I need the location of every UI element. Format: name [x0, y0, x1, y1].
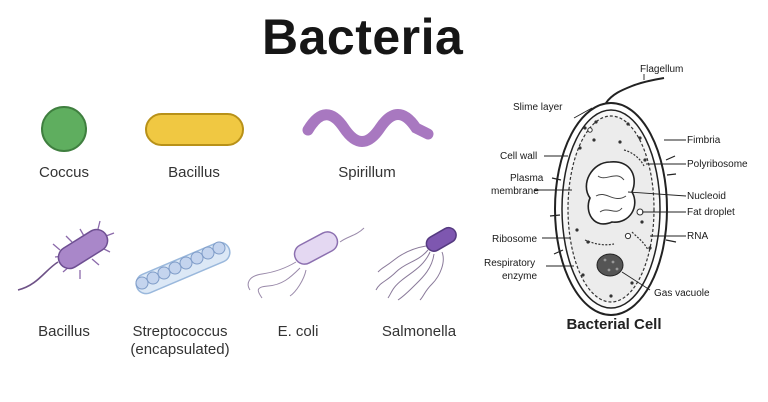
- label-flagellum: Flagellum: [640, 64, 683, 75]
- label-bacillus-shape: Bacillus: [168, 164, 220, 181]
- label-respiratory-enzyme-2: enzyme: [502, 271, 537, 282]
- label-gas-vacuole: Gas vacuole: [654, 288, 710, 299]
- bacterial-cell-diagram: Flagellum Slime layer Cell wall Plasma m…: [484, 64, 748, 316]
- salmonella-illustration: [375, 226, 457, 301]
- label-fimbria: Fimbria: [687, 135, 721, 146]
- streptococcus-chain-illustration: [135, 241, 231, 295]
- label-fat-droplet: Fat droplet: [687, 207, 735, 218]
- ecoli-illustration: [247, 227, 365, 299]
- label-streptococcus-line2: (encapsulated): [130, 341, 230, 358]
- label-respiratory-enzyme-1: Respiratory: [484, 258, 535, 269]
- flagellum: [605, 77, 665, 104]
- label-cell-wall: Cell wall: [500, 151, 537, 162]
- bacterial-cell-caption: Bacterial Cell: [566, 316, 662, 333]
- label-plasma-membrane-1: Plasma: [510, 173, 544, 184]
- coccus-shape: [41, 106, 87, 152]
- gas-vacuole: [596, 253, 624, 277]
- label-spirillum: Spirillum: [338, 164, 396, 181]
- page-title: Bacteria: [262, 9, 464, 65]
- bacillus-flagellated-illustration: [17, 220, 115, 291]
- label-nucleoid: Nucleoid: [687, 191, 726, 202]
- label-ecoli: E. coli: [277, 323, 319, 340]
- label-streptococcus-line1: Streptococcus: [132, 323, 228, 340]
- label-rna: RNA: [687, 231, 708, 242]
- label-streptococcus: Streptococcus (encapsulated): [124, 323, 236, 359]
- label-salmonella: Salmonella: [381, 323, 457, 340]
- nucleoid: [585, 161, 636, 225]
- spirillum-shape: [302, 109, 434, 147]
- label-ribosome: Ribosome: [492, 234, 537, 245]
- bacillus-shape: [145, 113, 244, 146]
- label-bacillus-type: Bacillus: [38, 323, 90, 340]
- label-slime-layer: Slime layer: [513, 102, 563, 113]
- label-coccus: Coccus: [38, 164, 90, 181]
- label-plasma-membrane-2: membrane: [491, 186, 539, 197]
- label-polyribosome: Polyribosome: [687, 159, 748, 170]
